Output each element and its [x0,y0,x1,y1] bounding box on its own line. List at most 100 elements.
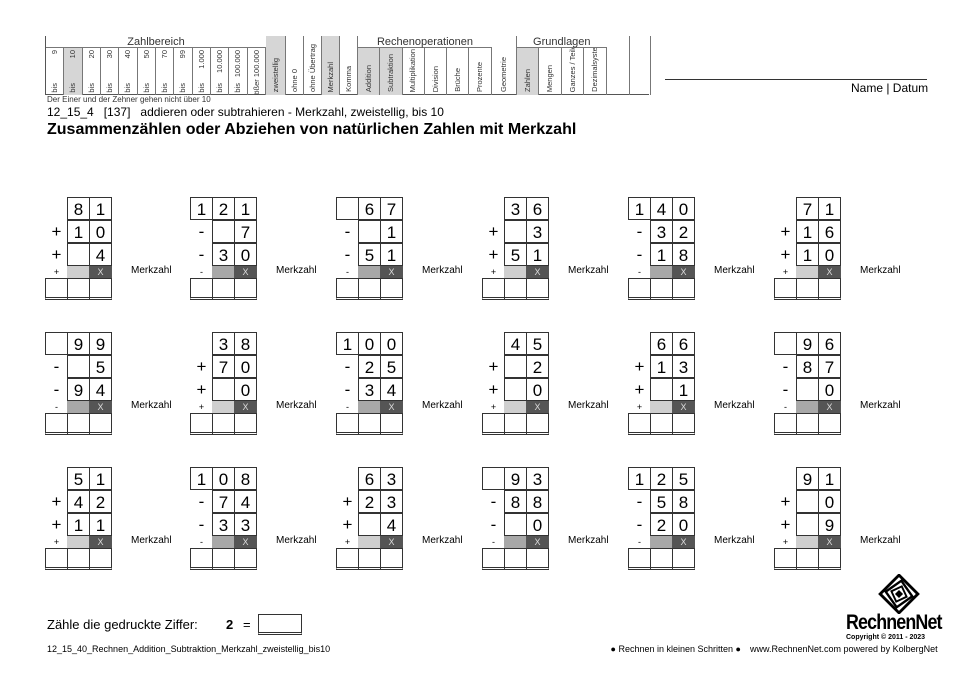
result-cell[interactable] [818,548,841,570]
result-cell[interactable] [234,413,257,435]
result-cell[interactable] [650,278,673,300]
result-cell[interactable] [234,548,257,570]
result-cell[interactable] [45,278,68,300]
result-cell[interactable] [672,278,695,300]
operation-col[interactable]: Prozente [470,48,492,95]
carry-cell[interactable] [650,536,673,548]
carry-cell[interactable] [67,536,90,548]
result-cell[interactable] [358,278,381,300]
result-cell[interactable] [358,413,381,435]
result-cell[interactable] [45,413,68,435]
result-cell[interactable] [526,413,549,435]
result-cell[interactable] [774,548,797,570]
result-cell[interactable] [89,413,112,435]
result-cell[interactable] [482,548,505,570]
operation-col[interactable]: Subtraktion [380,48,403,95]
result-cell[interactable] [336,413,359,435]
option-col[interactable]: Merkzahl [322,36,340,95]
carry-cell[interactable] [358,401,381,413]
result-cell[interactable] [672,413,695,435]
carry-cell[interactable] [504,266,527,278]
result-cell[interactable] [818,413,841,435]
result-cell[interactable] [190,413,213,435]
carry-cell[interactable] [67,266,90,278]
result-cell[interactable] [380,548,403,570]
result-cell[interactable] [796,413,819,435]
count-answer-box[interactable] [258,614,302,635]
result-cell[interactable] [482,413,505,435]
geometrie-col[interactable]: Geometrie [492,36,517,95]
result-cell[interactable] [526,278,549,300]
result-cell[interactable] [190,548,213,570]
result-cell[interactable] [628,413,651,435]
result-cell[interactable] [796,278,819,300]
result-cell[interactable] [212,413,235,435]
option-col[interactable]: Komma [340,36,358,95]
result-cell[interactable] [504,548,527,570]
result-cell[interactable] [650,413,673,435]
carry-cell[interactable] [358,536,381,548]
result-cell[interactable] [336,548,359,570]
result-cell[interactable] [526,548,549,570]
basics-col[interactable]: Zahlen [516,48,540,95]
result-cell[interactable] [796,548,819,570]
result-cell[interactable] [45,548,68,570]
range-col[interactable]: größer 100.000 [248,48,266,95]
result-cell[interactable] [672,548,695,570]
carry-cell[interactable] [504,536,527,548]
carry-cell[interactable] [650,401,673,413]
operation-col[interactable]: Division [425,48,448,95]
result-cell[interactable] [336,278,359,300]
operation-col[interactable]: Brüche [447,48,470,95]
result-cell[interactable] [212,548,235,570]
operation-col[interactable]: Multiplikation [403,48,425,95]
carry-cell[interactable] [796,401,819,413]
result-cell[interactable] [380,413,403,435]
basics-col[interactable]: Dezimalsystem [584,48,607,95]
result-cell[interactable] [628,278,651,300]
basics-col[interactable]: Ganzes / Teile [562,48,585,95]
option-col[interactable]: ohne 0 [286,36,304,95]
option-col[interactable]: zweistellig [266,36,286,95]
result-cell[interactable] [89,278,112,300]
result-cell[interactable] [774,278,797,300]
result-cell[interactable] [628,548,651,570]
result-cell[interactable] [358,548,381,570]
result-cell[interactable] [504,278,527,300]
option-col[interactable]: ohne Übertrag [304,36,322,95]
result-cell[interactable] [774,413,797,435]
result-cell[interactable] [818,278,841,300]
result-cell[interactable] [234,278,257,300]
carry-cell[interactable] [212,401,235,413]
result-cell[interactable] [482,278,505,300]
basics-col[interactable]: Mengen [539,48,562,95]
carry-cell[interactable] [504,401,527,413]
result-cell[interactable] [380,278,403,300]
carry-cell[interactable] [212,266,235,278]
carry-cell[interactable] [796,266,819,278]
result-cell[interactable] [190,278,213,300]
operation-col[interactable]: Addition [358,48,381,95]
result-cell[interactable] [67,278,90,300]
carry-cell[interactable] [650,266,673,278]
carry-cell[interactable] [796,536,819,548]
carry-cell[interactable] [67,401,90,413]
carry-cell[interactable] [212,536,235,548]
result-cell[interactable] [67,548,90,570]
carry-cell[interactable] [358,266,381,278]
result-cell[interactable] [212,278,235,300]
result-cell[interactable] [650,548,673,570]
result-cell[interactable] [504,413,527,435]
result-cell[interactable] [89,548,112,570]
